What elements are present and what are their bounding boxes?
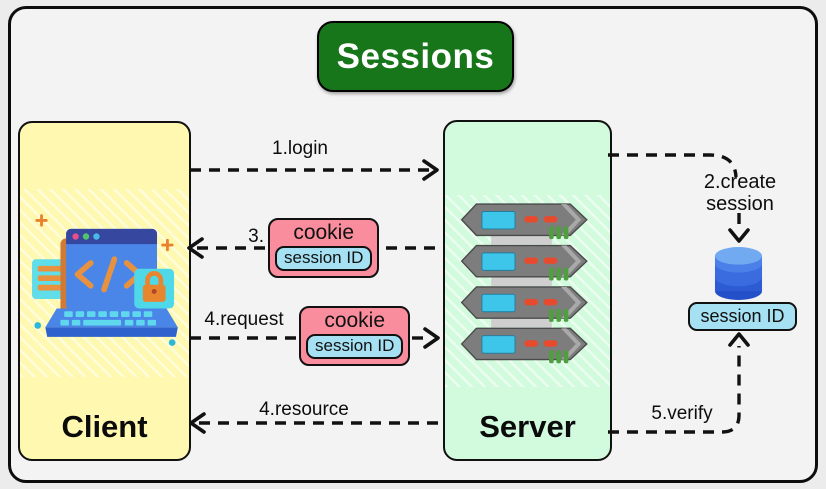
verify-label: 5.verify — [651, 403, 713, 424]
keyboard-keys — [60, 311, 157, 326]
login-label: 1.login — [272, 138, 328, 159]
cookie-badge-step3: cookie session ID — [268, 218, 380, 278]
session-id-store-label: session ID — [700, 306, 785, 326]
lock-icon — [142, 271, 166, 302]
create-session-label: 2.create session — [678, 171, 802, 215]
client-label: Client — [61, 409, 148, 444]
cookie-badge-title: cookie — [324, 309, 386, 332]
sparkle-icon — [35, 214, 174, 252]
server-rack-icon — [460, 203, 588, 364]
server-label: Server — [479, 409, 576, 444]
cookie-badge-step4: cookie session ID — [299, 306, 411, 366]
cookie-badge-session-id: session ID — [306, 334, 404, 359]
database-icon — [714, 247, 763, 300]
create-session-label-line2: session — [706, 193, 774, 215]
laptop-icon — [32, 214, 178, 346]
cookie-badge-title: cookie — [293, 221, 355, 244]
session-id-store-tag: session ID — [688, 302, 797, 331]
resource-label: 4.resource — [259, 399, 349, 420]
rack-units — [460, 203, 588, 364]
diagram-title-box: Sessions — [317, 21, 514, 92]
return-cookie-label: 3. — [248, 226, 264, 247]
cookie-badge-session-id: session ID — [275, 246, 373, 271]
create-session-label-line1: 2.create — [703, 171, 777, 193]
diagram-title: Sessions — [336, 36, 495, 76]
request-label: 4.request — [204, 309, 284, 330]
